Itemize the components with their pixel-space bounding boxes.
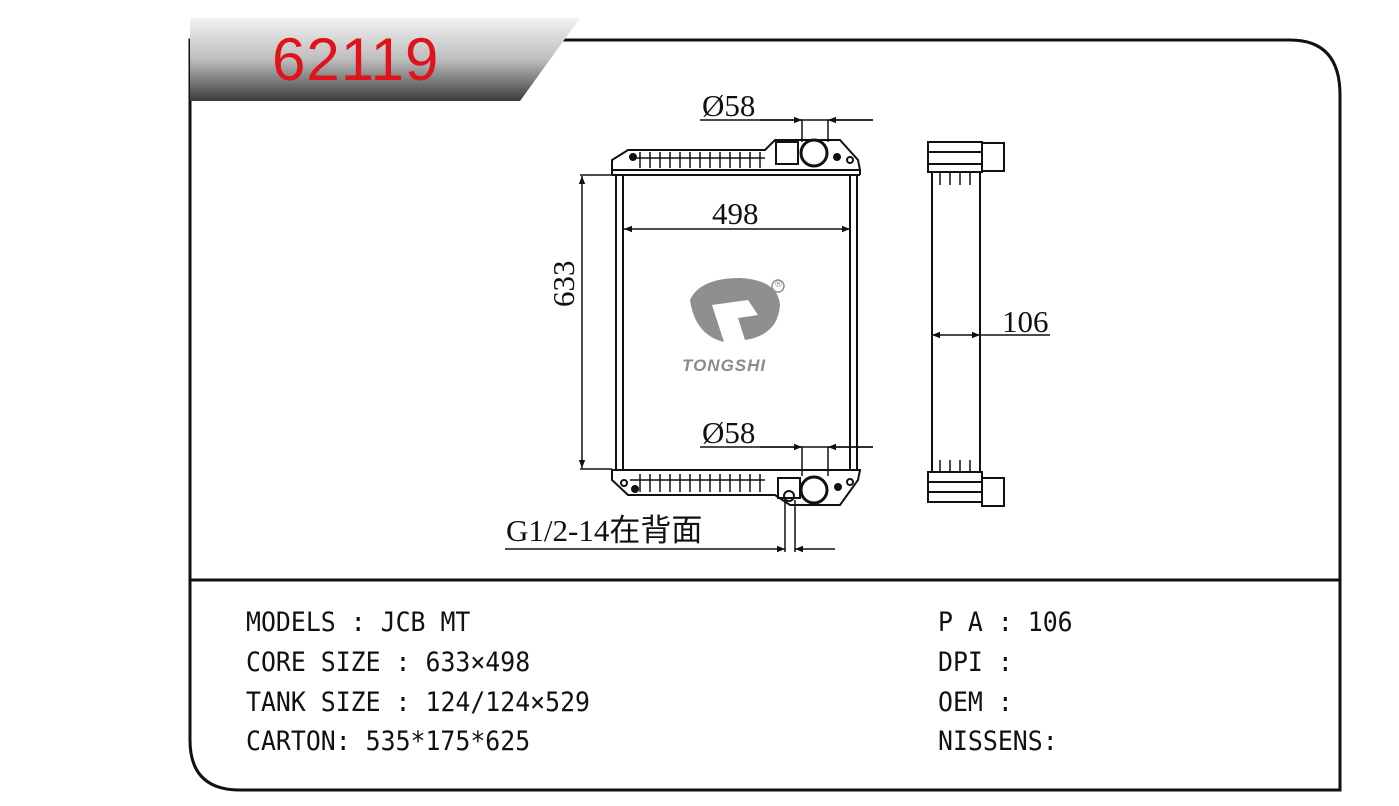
tongshi-logo: [690, 278, 785, 342]
top-inlet-diameter-label: Ø58: [702, 88, 756, 123]
spec-label: NISSENS: [938, 726, 1043, 757]
radiator-front-view: [611, 138, 862, 506]
spec-sep: :: [982, 687, 1028, 718]
spec-label: DPI: [938, 647, 983, 678]
bottom-inlet-diameter-label: Ø58: [702, 415, 756, 450]
spec-oem: OEM :: [938, 688, 1028, 718]
part-number-title: 62119: [272, 26, 440, 93]
spec-dpi: DPI :: [938, 648, 1028, 678]
spec-sep: :: [335, 607, 381, 638]
spec-sep: :: [335, 726, 366, 757]
spec-sep: :: [982, 607, 1028, 638]
dimension-lines: [505, 116, 1050, 553]
spec-label: MODELS: [246, 607, 336, 638]
spec-value: 124/124×529: [425, 687, 590, 718]
spec-sep: :: [380, 647, 426, 678]
spec-sep: :: [982, 647, 1028, 678]
header-tab: [190, 18, 580, 101]
spec-sep: :: [1042, 726, 1058, 757]
spec-value: 535*175*625: [365, 726, 531, 757]
spec-pa: P A : 106: [938, 608, 1073, 638]
spec-models: MODELS : JCB MT: [246, 608, 470, 638]
logo-brand-text: TONGSHI: [682, 356, 767, 375]
depth-label: 106: [1002, 304, 1049, 339]
sheet-frame: [188, 38, 1342, 792]
spec-label: TANK SIZE: [246, 687, 381, 718]
spec-value: 106: [1027, 607, 1073, 638]
spec-label: P A: [938, 607, 983, 638]
spec-label: OEM: [938, 687, 983, 718]
spec-label: CARTON: [246, 726, 336, 757]
core-width-label: 498: [712, 196, 759, 231]
spec-sep: :: [380, 687, 426, 718]
spec-label: CORE SIZE: [246, 647, 381, 678]
drain-note: G1/2-14在背面: [506, 513, 703, 548]
spec-value: 633×498: [425, 647, 531, 678]
core-height-value: 633: [546, 260, 581, 308]
spec-tank-size: TANK SIZE : 124/124×529: [246, 688, 590, 718]
spec-nissens: NISSENS:: [938, 727, 1058, 757]
spec-value: JCB MT: [380, 607, 471, 638]
registered-mark: ®: [774, 280, 783, 290]
spec-carton: CARTON: 535*175*625: [246, 727, 530, 757]
core-height-label: 633: [546, 260, 581, 308]
spec-core-size: CORE SIZE : 633×498: [246, 648, 530, 678]
radiator-side-view: [927, 141, 1005, 507]
